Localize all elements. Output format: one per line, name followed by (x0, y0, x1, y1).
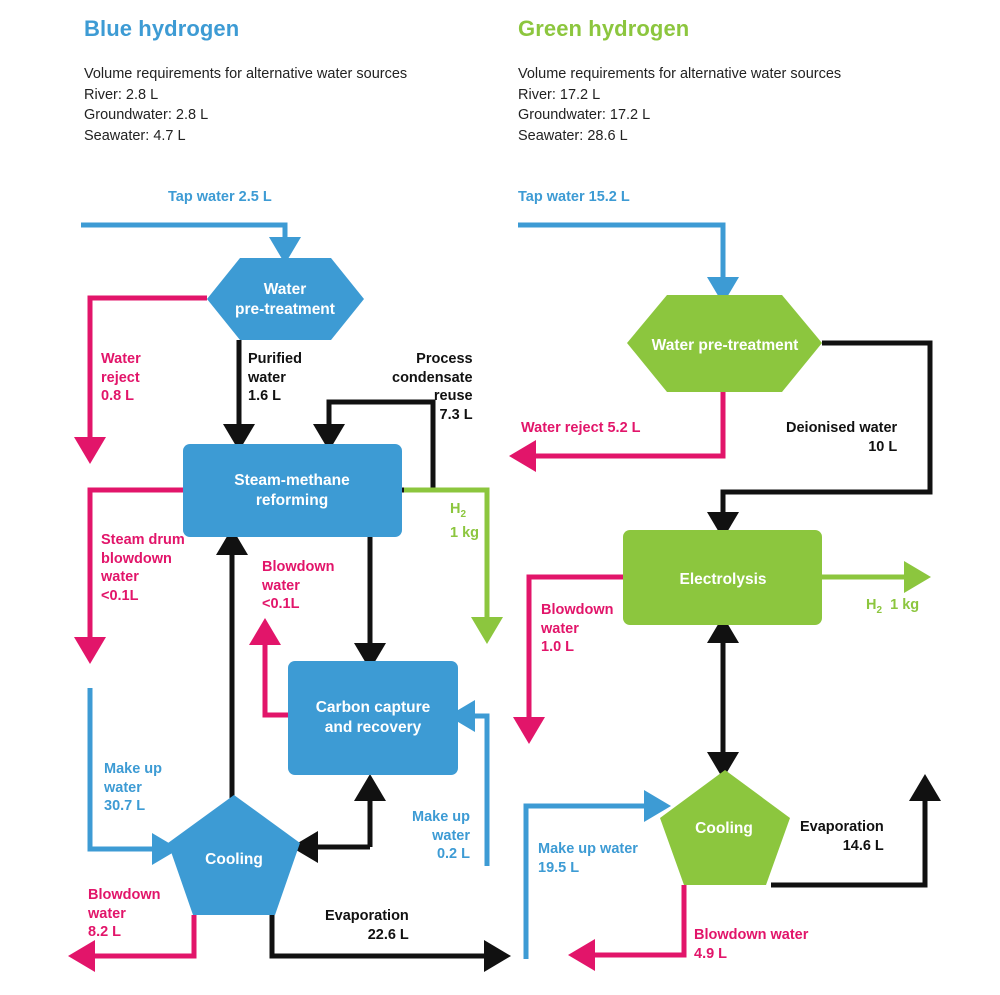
flow-green-deionised-water (707, 340, 933, 539)
flow-green-water-reject (509, 392, 726, 472)
node-blue-water-pretreatment-line2: pre-treatment (235, 301, 335, 318)
flow-green-evaporation (771, 774, 941, 888)
node-blue-ccr-line1: Carbon capture (316, 699, 431, 716)
label-blue-blowdown-cooling: Blowdown water 8.2 L (88, 887, 161, 940)
label-blue-makeup-cooling: Make up water 30.7 L (104, 761, 163, 814)
node-blue-water-pretreatment[interactable]: Water pre-treatment (207, 258, 364, 340)
node-green-water-pretreatment[interactable]: Water pre-treatment (627, 295, 822, 392)
label-green-blowdown-electrolysis: Blowdown water 1.0 L (541, 602, 614, 655)
label-blue-steam-drum-blowdown: Steam drum blowdown water <0.1L (101, 532, 185, 604)
label-green-deionised-water: Deionised water 10 L (786, 420, 898, 455)
flow-blue-evaporation (269, 915, 511, 972)
flow-blue-makeup-cooling (87, 688, 179, 865)
label-green-evaporation: Evaporation 14.6 L (800, 819, 884, 854)
label-blue-makeup-ccr: Make up water 0.2 L (412, 809, 471, 862)
flow-blue-steam-drum-blowdown (74, 487, 183, 664)
green-hydrogen-title: Green hydrogen (518, 16, 690, 41)
label-green-tap-water: Tap water 15.2 L (518, 189, 630, 205)
flow-blue-makeup-ccr (448, 700, 490, 866)
label-blue-h2-symbol: H (450, 501, 461, 517)
blue-hydrogen-title: Blue hydrogen (84, 16, 240, 41)
label-blue-water-reject: Water reject 0.8 L (101, 351, 141, 404)
node-blue-cooling-label: Cooling (205, 851, 263, 868)
label-green-h2-subscript: 2 (876, 604, 883, 616)
label-blue-purified-water: Purified water 1.6 L (248, 351, 302, 404)
node-green-electrolysis[interactable]: Electrolysis (623, 530, 822, 625)
label-green-blowdown-cooling: Blowdown water 4.9 L (694, 927, 809, 962)
label-blue-tap-water: Tap water 2.5 L (168, 189, 272, 205)
label-blue-blowdown-ccr: Blowdown water <0.1L (262, 559, 335, 612)
node-blue-smr-line2: reforming (256, 492, 328, 509)
flow-blue-tap-water (81, 222, 301, 264)
node-blue-smr[interactable]: Steam-methane reforming (183, 444, 402, 537)
flow-green-tap-water (518, 222, 739, 304)
node-blue-smr-line1: Steam-methane (234, 472, 350, 489)
node-blue-cooling[interactable]: Cooling (168, 795, 300, 915)
label-green-makeup-cooling: Make up water 19.5 L (538, 841, 638, 876)
node-green-water-pretreatment-label: Water pre-treatment (652, 337, 799, 354)
node-green-electrolysis-label: Electrolysis (679, 571, 766, 588)
label-blue-evaporation: Evaporation 22.6 L (325, 908, 409, 943)
label-blue-process-condensate: Process condensate reuse 7.3 L (392, 351, 473, 423)
node-green-cooling[interactable]: Cooling (660, 770, 790, 885)
flow-green-blowdown-cooling (568, 885, 687, 971)
label-blue-h2-subscript: 2 (460, 508, 467, 520)
label-blue-h2-mass: 1 kg (450, 525, 480, 542)
flow-blue-water-reject (74, 295, 207, 464)
label-green-water-reject: Water reject 5.2 L (521, 420, 641, 436)
flow-blue-blowdown-ccr (249, 618, 288, 718)
flow-green-makeup-cooling (523, 790, 671, 959)
node-green-cooling-label: Cooling (695, 820, 753, 837)
label-green-h2-mass: 1 kg (890, 597, 920, 613)
flow-green-blowdown-electrolysis (513, 574, 623, 744)
green-hydrogen-summary: Volume requirements for alternative wate… (518, 66, 842, 144)
label-green-h2-output: H2 1 kg (866, 596, 919, 620)
flow-blue-blowdown-cooling (68, 915, 197, 972)
node-blue-water-pretreatment-line1: Water (264, 281, 307, 298)
node-blue-carbon-capture[interactable]: Carbon capture and recovery (288, 661, 458, 775)
flow-blue-h2-output (404, 487, 503, 644)
blue-hydrogen-summary: Volume requirements for alternative wate… (84, 66, 408, 144)
node-blue-ccr-line2: and recovery (325, 719, 422, 736)
label-green-h2-symbol: H (866, 597, 877, 613)
label-blue-h2-output: H2 1 kg (450, 500, 479, 543)
